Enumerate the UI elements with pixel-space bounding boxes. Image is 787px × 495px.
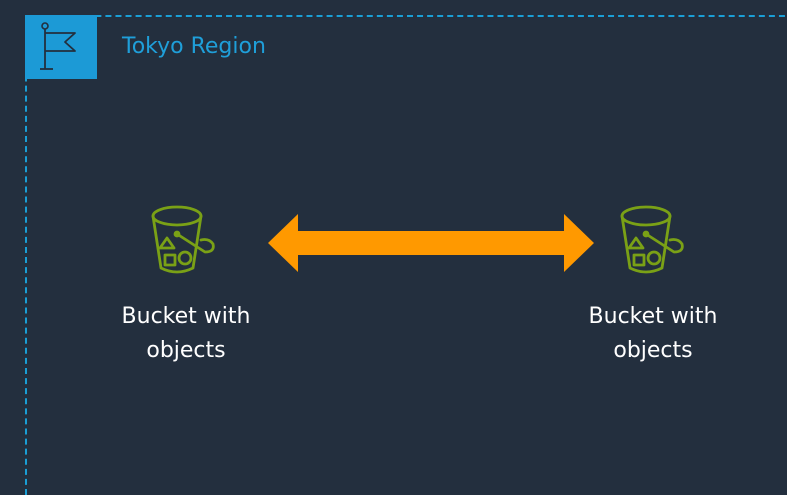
- bucket-label-left: Bucket with objects: [86, 300, 286, 368]
- flag-icon: [40, 22, 76, 70]
- region-boundary: [25, 15, 787, 495]
- s3-bucket-icon: [151, 205, 215, 274]
- bucket-label-line1: Bucket with: [121, 304, 251, 329]
- s3-bucket-icon: [620, 205, 684, 274]
- arrow-shape: [268, 214, 594, 272]
- bucket-label-line1: Bucket with: [588, 304, 718, 329]
- bucket-label-line2: objects: [146, 338, 226, 363]
- region-flag-badge: [25, 15, 97, 79]
- bucket-label-line2: objects: [613, 338, 693, 363]
- bidirectional-arrow: [268, 214, 594, 272]
- region-title: Tokyo Region: [122, 34, 266, 59]
- bucket-label-right: Bucket with objects: [553, 300, 753, 368]
